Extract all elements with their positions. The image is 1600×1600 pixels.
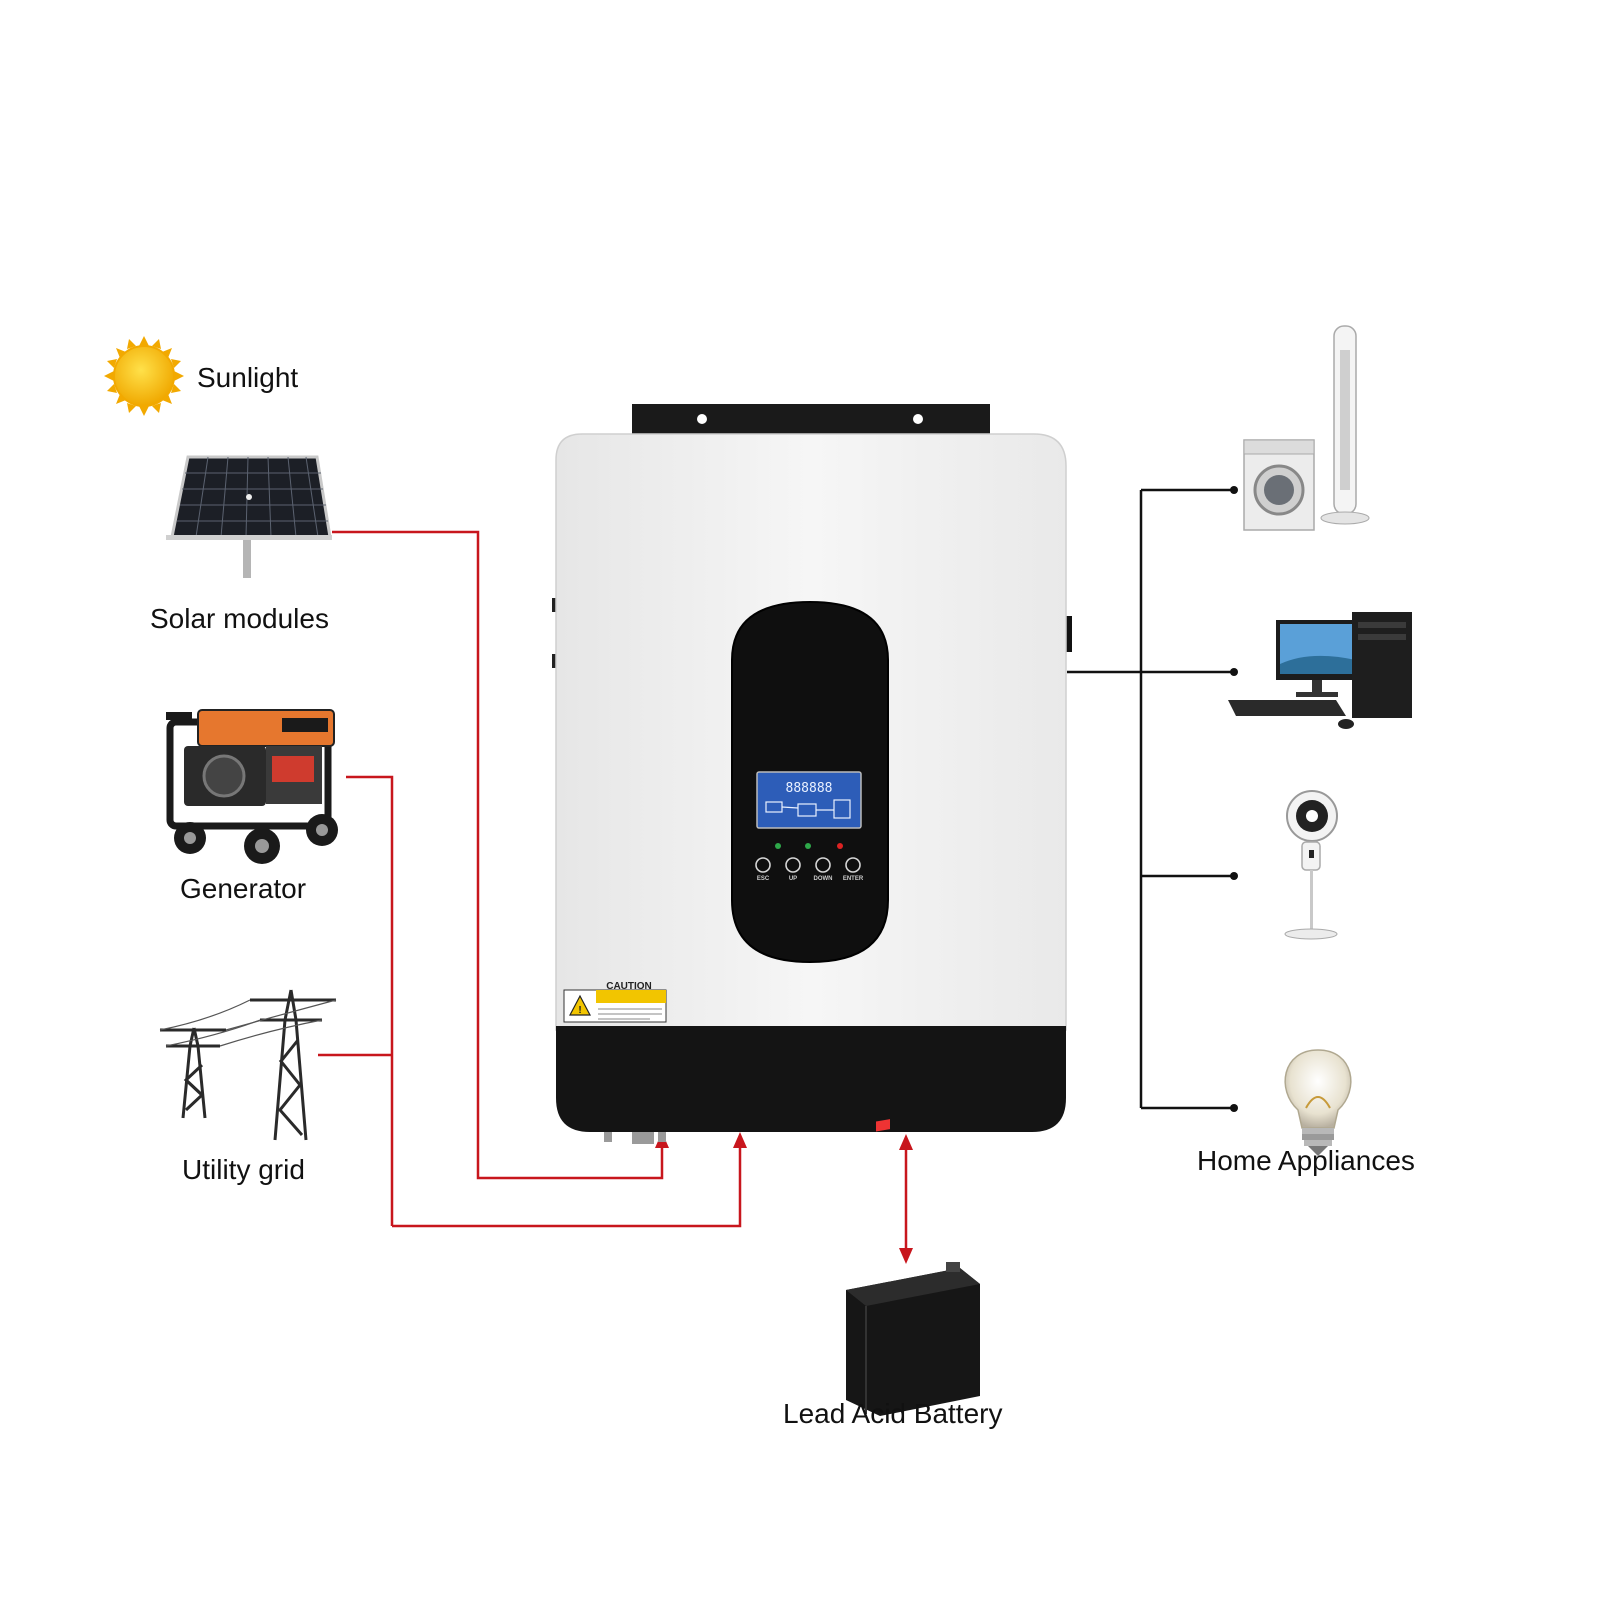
inverter-unit: 888888 ! — [552, 404, 1072, 1144]
enter-button-label: ENTER — [842, 876, 864, 882]
up-button[interactable] — [785, 857, 801, 873]
input-wires — [318, 530, 908, 1256]
washing-machine-icon — [1243, 439, 1315, 531]
mounting-bracket — [632, 404, 990, 434]
sunlight-label: Sunlight — [197, 362, 299, 393]
status-leds — [775, 843, 843, 849]
inverter-base — [556, 1026, 1066, 1132]
solar-modules-label: Solar modules — [150, 603, 329, 634]
caution-label: ! — [563, 989, 667, 1023]
desktop-computer-icon — [1228, 612, 1412, 729]
dot-computer — [1230, 668, 1238, 676]
up-button-label: UP — [788, 876, 798, 882]
standing-fan-icon — [1284, 790, 1338, 940]
generator-label: Generator — [180, 873, 307, 904]
output-wires — [1067, 488, 1232, 1110]
solar-panel-icon — [166, 455, 332, 578]
dot-fan — [1230, 872, 1238, 880]
battery-arrow-up — [899, 1134, 913, 1150]
solar-wire — [332, 530, 664, 1180]
generator-icon — [166, 709, 338, 864]
home-appliances-label: Home Appliances — [1197, 1145, 1415, 1176]
esc-button-label: ESC — [756, 876, 770, 882]
esc-button[interactable] — [755, 857, 771, 873]
lead-acid-battery-label: Lead Acid Battery — [783, 1398, 1003, 1429]
lcd-readout: 888888 — [786, 781, 833, 796]
lcd-display — [756, 771, 862, 829]
arrow-heads — [655, 1132, 913, 1264]
sun-icon — [104, 336, 184, 416]
ac-input-arrow — [733, 1132, 747, 1148]
dot-washer — [1230, 486, 1238, 494]
ac-input-wire — [392, 1138, 742, 1228]
output-dots — [1230, 486, 1238, 1112]
caution-text: CAUTION — [606, 981, 652, 992]
down-button[interactable] — [815, 857, 831, 873]
battery-icon — [846, 1119, 980, 1416]
utility-grid-label: Utility grid — [182, 1154, 305, 1185]
down-button-label: DOWN — [813, 876, 833, 882]
light-bulb-icon — [1284, 1049, 1352, 1156]
generator-wire — [346, 775, 394, 1226]
enter-button[interactable] — [845, 857, 861, 873]
power-tower-icon — [159, 989, 337, 1141]
battery-arrow-down — [899, 1248, 913, 1264]
svg-text:!: ! — [578, 1005, 581, 1016]
tower-fan-icon — [1320, 325, 1370, 525]
dot-bulb — [1230, 1104, 1238, 1112]
